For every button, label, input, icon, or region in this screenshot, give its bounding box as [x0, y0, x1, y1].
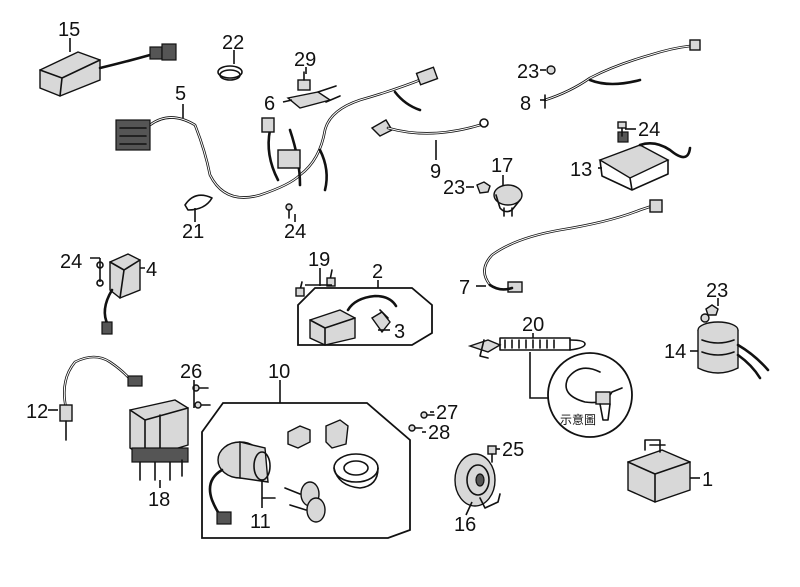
part-20-cable-tie: [467, 337, 586, 359]
part-11-keys: [284, 481, 326, 523]
part-5-main-harness: [115, 66, 439, 199]
callout-22: 22: [222, 32, 244, 54]
detail-view: [529, 352, 633, 438]
part-21-band: [184, 194, 213, 211]
part-10-lock-parts: [287, 419, 379, 489]
part-6-relay-bracket: [286, 85, 341, 109]
part-19-bolts: [295, 269, 336, 297]
part-28-screw: [408, 424, 423, 432]
part-4-regulator: [96, 253, 141, 335]
callout-2: 2: [372, 261, 383, 283]
callout-18: 18: [148, 489, 170, 511]
part-14-starter-relay: [697, 313, 770, 380]
part-2-ignition-coil: [297, 287, 433, 346]
part-29-connector: [297, 71, 311, 91]
callout-20: 20: [522, 314, 544, 336]
leader-lines: [48, 38, 719, 516]
callout-7: 7: [459, 277, 470, 299]
callout-23-top: 23: [517, 61, 539, 83]
callout-12: 12: [26, 401, 48, 423]
callout-23-right: 23: [706, 280, 728, 302]
callout-21: 21: [182, 221, 204, 243]
part-18-switch: [129, 399, 189, 481]
callout-24-left: 24: [60, 251, 82, 273]
callout-1: 1: [702, 469, 713, 491]
callout-25: 25: [502, 439, 524, 461]
callout-24-right: 24: [638, 119, 660, 141]
part-23-nut-a: [546, 65, 556, 75]
callout-28: 28: [428, 422, 450, 444]
callout-9: 9: [430, 161, 441, 183]
callout-labels: 15 22 29 6 5 21 24 9 23 8 24 13 17 23 7 …: [26, 19, 728, 536]
part-23-nut-b: [476, 181, 491, 194]
part-3-plug-cap: [370, 309, 391, 334]
part-27-screw: [420, 411, 435, 419]
callout-16: 16: [454, 514, 476, 536]
callout-3: 3: [394, 321, 405, 343]
callout-24-center: 24: [284, 221, 306, 243]
part-26-screws: [192, 384, 211, 409]
callout-8: 8: [520, 93, 531, 115]
callout-5: 5: [175, 83, 186, 105]
callout-14: 14: [664, 341, 686, 363]
part-25-bolt: [487, 445, 497, 463]
part-24-bolt-right: [617, 121, 627, 137]
detail-note-label: 示意圖: [560, 412, 596, 427]
callout-13: 13: [570, 159, 592, 181]
part-24-bolt-center: [285, 203, 293, 219]
part-8-cable: [543, 39, 701, 109]
callout-27: 27: [436, 402, 458, 424]
part-10-key-set: [201, 402, 411, 539]
part-12-sensor: [59, 355, 143, 441]
part-17-connector: [493, 184, 523, 217]
callout-29: 29: [294, 49, 316, 71]
part-22-clip: [217, 65, 243, 81]
part-1-relay: [627, 439, 691, 503]
callout-4: 4: [146, 259, 157, 281]
callout-17: 17: [491, 155, 513, 177]
callout-26: 26: [180, 361, 202, 383]
callout-11: 11: [250, 511, 271, 533]
callout-15: 15: [58, 19, 80, 41]
callout-23-mid: 23: [443, 177, 465, 199]
part-13-relay: [598, 131, 692, 191]
part-16-horn: [454, 453, 501, 509]
part-11-ignition-switch: [208, 441, 276, 525]
callout-10: 10: [268, 361, 290, 383]
part-15-cdi-unit: [39, 43, 177, 97]
part-23-nut-c: [705, 304, 719, 316]
part-7-cable: [483, 199, 663, 293]
part-9-battery-cable: [370, 118, 489, 137]
callout-6: 6: [264, 93, 275, 115]
callout-19: 19: [308, 249, 330, 271]
